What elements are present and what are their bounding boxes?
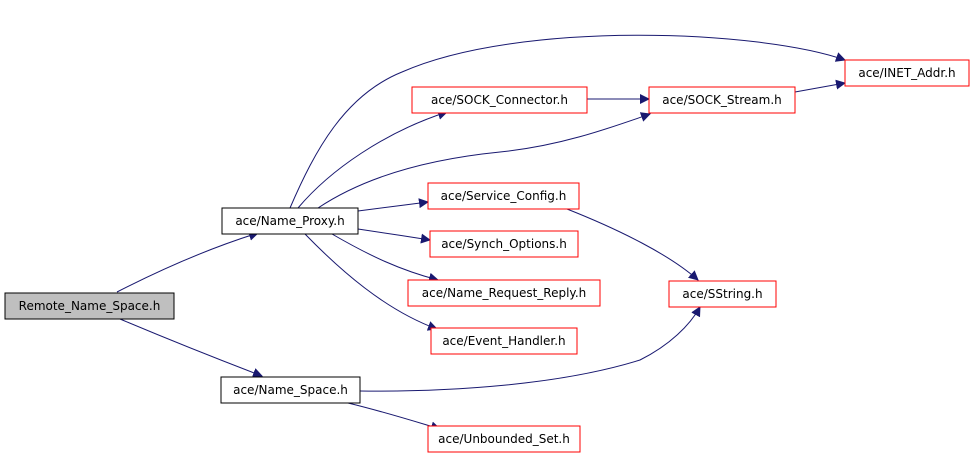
node-label: ace/INET_Addr.h [858, 66, 955, 80]
node-label: ace/Event_Handler.h [442, 334, 565, 348]
edge-service-config-to-sstring [566, 208, 699, 281]
node-label: Remote_Name_Space.h [19, 299, 161, 313]
node-name-proxy-h[interactable]: ace/Name_Proxy.h [221, 207, 359, 235]
node-label: ace/Service_Config.h [441, 189, 567, 203]
node-label: ace/SOCK_Connector.h [431, 93, 568, 107]
node-name-request-reply-h[interactable]: ace/Name_Request_Reply.h [407, 279, 601, 307]
node-label: ace/SOCK_Stream.h [662, 93, 782, 107]
nodes: Remote_Name_Space.h ace/Name_Proxy.h ace… [4, 59, 970, 453]
edge-name-proxy-to-event-handler [304, 233, 438, 331]
node-service-config-h[interactable]: ace/Service_Config.h [427, 182, 580, 210]
node-label: ace/Name_Request_Reply.h [422, 286, 586, 300]
node-unbounded-set-h[interactable]: ace/Unbounded_Set.h [427, 425, 581, 453]
node-synch-options-h[interactable]: ace/Synch_Options.h [429, 230, 579, 258]
node-remote-name-space-h[interactable]: Remote_Name_Space.h [4, 292, 175, 320]
edge-name-space-to-sstring [359, 306, 701, 392]
node-name-space-h[interactable]: ace/Name_Space.h [220, 376, 361, 404]
edge-remote-name-space-to-name-space [119, 318, 263, 378]
edge-name-proxy-to-sock-stream [317, 112, 651, 209]
edge-name-proxy-to-inet-addr [289, 34, 846, 209]
edge-name-proxy-to-service-config [357, 198, 429, 212]
node-label: ace/SString.h [682, 287, 762, 301]
node-sock-connector-h[interactable]: ace/SOCK_Connector.h [411, 86, 588, 114]
edge-remote-name-space-to-name-proxy [116, 230, 259, 293]
node-label: ace/Synch_Options.h [441, 237, 567, 251]
node-event-handler-h[interactable]: ace/Event_Handler.h [430, 327, 578, 355]
edge-sock-stream-to-inet-addr [794, 79, 846, 93]
node-label: ace/Name_Space.h [233, 383, 348, 397]
node-inet-addr-h[interactable]: ace/INET_Addr.h [844, 59, 970, 87]
edge-name-proxy-to-name-request-reply [331, 233, 439, 283]
edge-name-space-to-unbounded-set [347, 402, 441, 432]
node-label: ace/Unbounded_Set.h [438, 432, 570, 446]
edge-name-proxy-to-synch-options [357, 228, 431, 244]
node-sstring-h[interactable]: ace/SString.h [668, 280, 777, 308]
edge-name-proxy-to-sock-connector [297, 110, 448, 209]
node-sock-stream-h[interactable]: ace/SOCK_Stream.h [648, 86, 796, 114]
node-label: ace/Name_Proxy.h [235, 214, 344, 228]
